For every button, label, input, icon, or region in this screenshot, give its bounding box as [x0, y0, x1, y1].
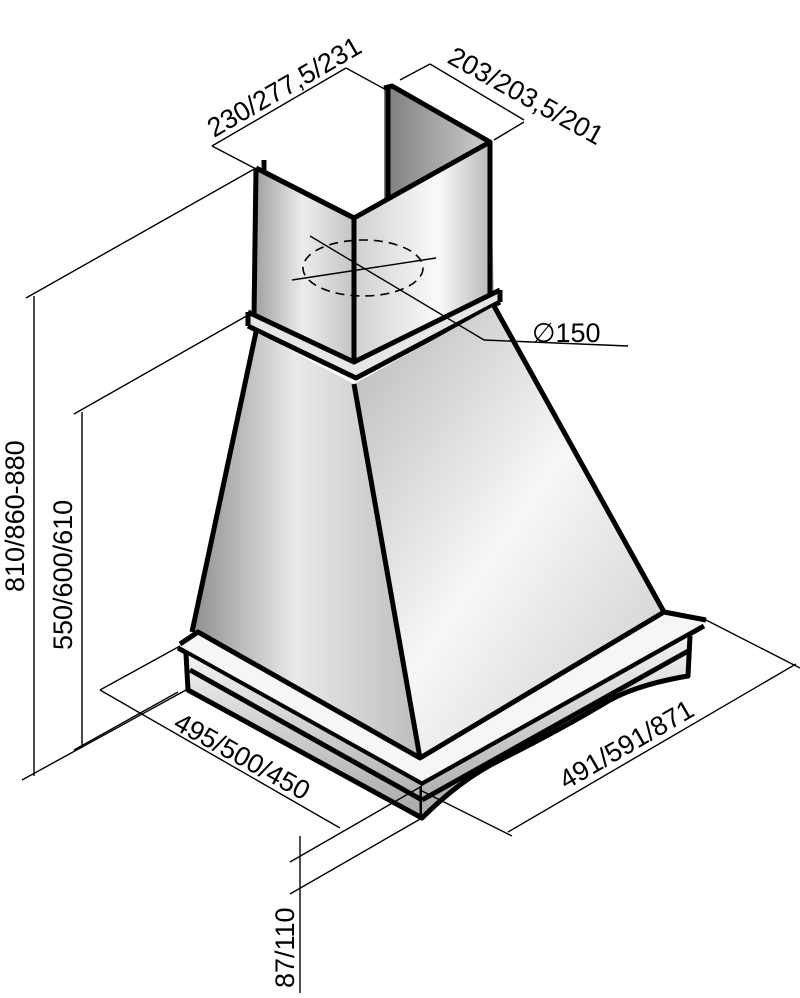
hood-front-corner: [351, 383, 423, 759]
hood-body: [189, 304, 667, 759]
base-left-band-line: [188, 667, 424, 803]
base-right-band-outline: [420, 635, 693, 820]
base-rim-top: [178, 609, 707, 761]
hood-base: [176, 609, 707, 821]
duct-outlet-ellipse: [302, 239, 424, 297]
hood-left-edge: [189, 331, 259, 633]
label-duct-diameter: ∅150: [532, 318, 601, 348]
label-base-height: 87/110: [270, 907, 300, 988]
base-right-band-line: [420, 647, 692, 803]
hood-right-edge: [491, 304, 667, 614]
chimney-outline-back: [383, 83, 493, 298]
chimney-collar: [245, 287, 503, 381]
chimney-outline-top: [254, 139, 492, 221]
label-chimney-width: 230/277,5/231: [202, 31, 367, 143]
label-hood-height: 550/600/610: [48, 500, 78, 650]
base-rim: [178, 612, 706, 786]
label-total-height: 810/860-880: [0, 440, 30, 592]
dimension-lines: [21, 63, 800, 993]
chimney-left-edge: [251, 167, 259, 319]
hood-right-face: [354, 306, 664, 758]
collar-top-edge: [246, 287, 502, 365]
base-rim-lower: [176, 623, 706, 787]
collar-bottom-edge: [246, 299, 502, 381]
